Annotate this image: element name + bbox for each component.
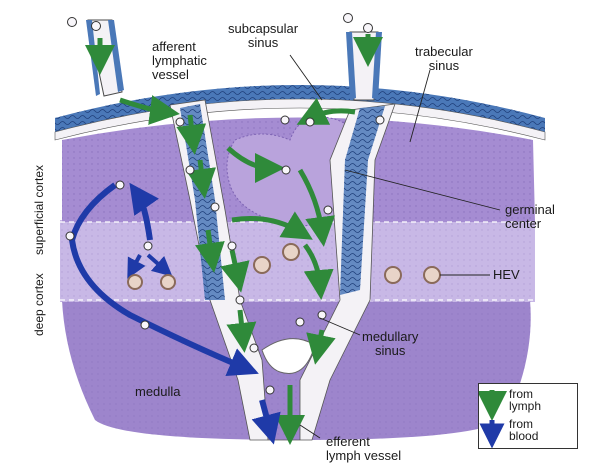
legend-lymph-label: from lymph [509,388,541,412]
legend-blood-label: from blood [509,418,538,442]
hev-label: HEV [493,268,520,282]
medulla-label: medulla [135,385,181,399]
legend: from lymph from blood [478,383,578,449]
afferent-lymphatic-vessel-label: afferent lymphatic vessel [152,40,207,82]
deep-cortex-label: deep cortex [32,273,46,336]
germinal-center-label: germinal center [505,203,555,231]
trabecular-sinus-label: trabecular sinus [415,45,473,73]
efferent-lymph-vessel-label: efferent lymph vessel [326,435,401,463]
medullary-sinus-label: medullary sinus [362,330,418,358]
subcapsular-sinus-label: subcapsular sinus [228,22,298,50]
superficial-cortex-label: superficial cortex [32,165,46,255]
